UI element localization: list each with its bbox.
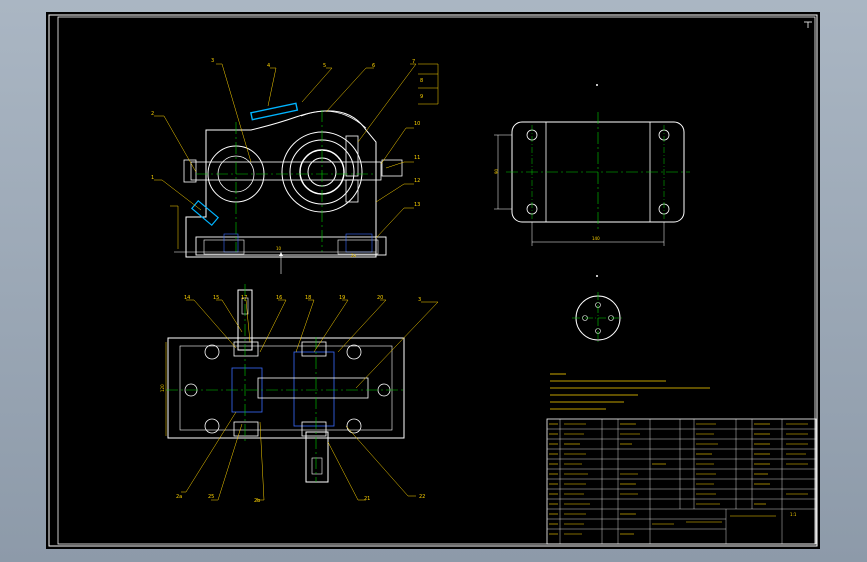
- callout-5: 5: [323, 63, 326, 69]
- housing-cover-arc: [300, 110, 367, 129]
- plan-bearing: [233, 341, 259, 357]
- callout-11: 11: [414, 155, 420, 161]
- foot-dimension-height: 90: [494, 168, 499, 174]
- technical-notes: [550, 373, 710, 410]
- shaft-cross: [257, 377, 369, 399]
- plan-dimension-value: 120: [160, 384, 165, 392]
- outer-frame: [48, 14, 818, 547]
- section-arrow-head: [279, 252, 283, 256]
- plan-callout-2b: 2b: [254, 498, 260, 504]
- plan-callout-22: 22: [419, 494, 425, 500]
- plan-callout-3: 3: [418, 297, 421, 303]
- callout-9: 9: [420, 94, 423, 100]
- plan-bearing: [233, 421, 259, 437]
- housing-cover: [185, 110, 377, 258]
- plan-hole: [204, 418, 220, 434]
- drawing-scale: 1:1: [790, 512, 797, 517]
- foot-dimension-width: 140: [592, 236, 600, 241]
- base-plate: [195, 236, 387, 256]
- callout-2: 2: [151, 111, 154, 117]
- plan-view[interactable]: 14 15 17 16 18 19 20 3 2a 25 2b 21 22 12…: [160, 284, 439, 504]
- front-leaders: [154, 63, 439, 249]
- plan-callout-2a: 2a: [176, 494, 182, 500]
- plan-hole: [346, 344, 362, 360]
- view-marker-dot: [596, 275, 598, 277]
- callout-1: 1: [151, 175, 154, 181]
- drain-plug: [190, 199, 220, 227]
- inner-frame: [57, 16, 816, 545]
- front-dimension-value: 10: [276, 246, 282, 251]
- plan-leaders: [165, 299, 439, 501]
- plan-bearing: [301, 421, 327, 437]
- plan-hole: [346, 418, 362, 434]
- gear-large: [293, 351, 335, 427]
- plan-hole: [204, 344, 220, 360]
- callout-8: 8: [420, 78, 423, 84]
- inspection-cover: [250, 102, 299, 121]
- parts-list-frame: [546, 418, 817, 545]
- cad-drawing-viewport[interactable]: 2 4 5 6 7 3 1 8 10 11 12 13 9 10 2a: [46, 12, 820, 549]
- flange: [190, 161, 382, 181]
- callout-13: 13: [414, 202, 420, 208]
- bolt-far-right: [381, 159, 403, 177]
- gearbox-assembly-drawing: 2 4 5 6 7 3 1 8 10 11 12 13 9 10 2a: [48, 14, 818, 547]
- view-marker-dot: [596, 84, 598, 86]
- title-block[interactable]: 1:1: [546, 418, 817, 545]
- front-dimension-value-2: 2a: [351, 253, 357, 258]
- callout-6: 6: [372, 63, 375, 69]
- plan-callout-19: 19: [339, 295, 345, 301]
- output-shaft: [305, 431, 329, 483]
- plan-housing-inner: [179, 345, 393, 431]
- parts-list-entries: [549, 423, 808, 535]
- plan-callout-14: 14: [184, 295, 190, 301]
- parts-list-grid: [547, 419, 816, 544]
- front-view[interactable]: 2 4 5 6 7 3 1 8 10 11 12 13 9 10 2a: [151, 58, 439, 274]
- plan-bearing: [301, 341, 327, 357]
- callout-7: 7: [412, 59, 415, 65]
- callout-4: 4: [267, 63, 270, 69]
- flange-view[interactable]: [572, 275, 624, 344]
- bolt-left: [183, 159, 197, 183]
- bolt-right: [345, 135, 359, 177]
- callout-12: 12: [414, 178, 420, 184]
- plan-callout-25: 25: [208, 494, 214, 500]
- bolt-right-lower: [345, 179, 359, 203]
- callout-10: 10: [414, 121, 420, 127]
- output-shaft-key: [311, 457, 323, 475]
- plan-callout-16: 16: [276, 295, 282, 301]
- plan-callout-18: 18: [305, 295, 311, 301]
- foot-view[interactable]: 140 90: [494, 84, 690, 246]
- plan-callout-15: 15: [213, 295, 219, 301]
- plan-callout-20: 20: [377, 295, 383, 301]
- callout-3: 3: [211, 58, 214, 64]
- plan-callout-21: 21: [364, 496, 370, 502]
- base-foot-right: [337, 239, 379, 255]
- plan-callout-17: 17: [241, 295, 247, 301]
- plan-housing: [167, 337, 405, 439]
